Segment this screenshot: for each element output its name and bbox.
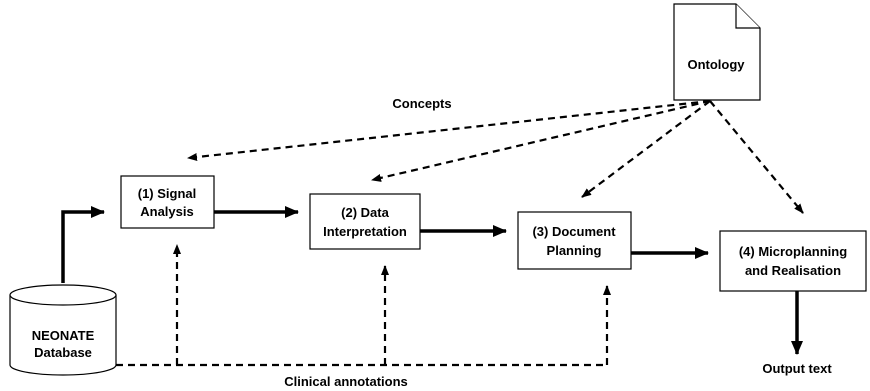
data-interpretation-box: (2) Data Interpretation xyxy=(309,193,421,250)
microplanning-label-line2: and Realisation xyxy=(745,263,841,278)
concept-arrow-planning xyxy=(581,100,711,198)
data-interpretation-label-line1: (2) Data xyxy=(341,205,389,220)
signal-analysis-label-line2: Analysis xyxy=(140,204,193,219)
database-to-signal-arrow xyxy=(61,206,105,283)
output-text-label: Output text xyxy=(762,361,832,376)
document-planning-box: (3) Document Planning xyxy=(517,211,632,270)
concept-arrow-signal xyxy=(187,99,711,161)
signal-analysis-box: (1) Signal Analysis xyxy=(120,175,215,229)
microplanning-box: (4) Microplanning and Realisation xyxy=(719,230,867,292)
ontology-document: Ontology xyxy=(673,3,761,101)
document-planning-label-line1: (3) Document xyxy=(532,224,616,239)
clinical-annotations-label: Clinical annotations xyxy=(284,374,408,389)
concept-arrow-microplanning xyxy=(709,100,804,214)
concepts-label: Concepts xyxy=(392,96,451,111)
annotation-arrows xyxy=(116,244,611,367)
document-planning-label-line2: Planning xyxy=(547,243,602,258)
concept-arrow-interpretation xyxy=(371,99,711,182)
database-label-line1: NEONATE xyxy=(32,328,95,343)
signal-analysis-label-line1: (1) Signal xyxy=(138,186,197,201)
neonate-database: NEONATE Database xyxy=(9,284,117,376)
database-label-line2: Database xyxy=(34,345,92,360)
microplanning-label-line1: (4) Microplanning xyxy=(739,244,847,259)
data-interpretation-label-line2: Interpretation xyxy=(323,224,407,239)
ontology-label: Ontology xyxy=(687,57,745,72)
concept-arrows xyxy=(187,99,804,214)
